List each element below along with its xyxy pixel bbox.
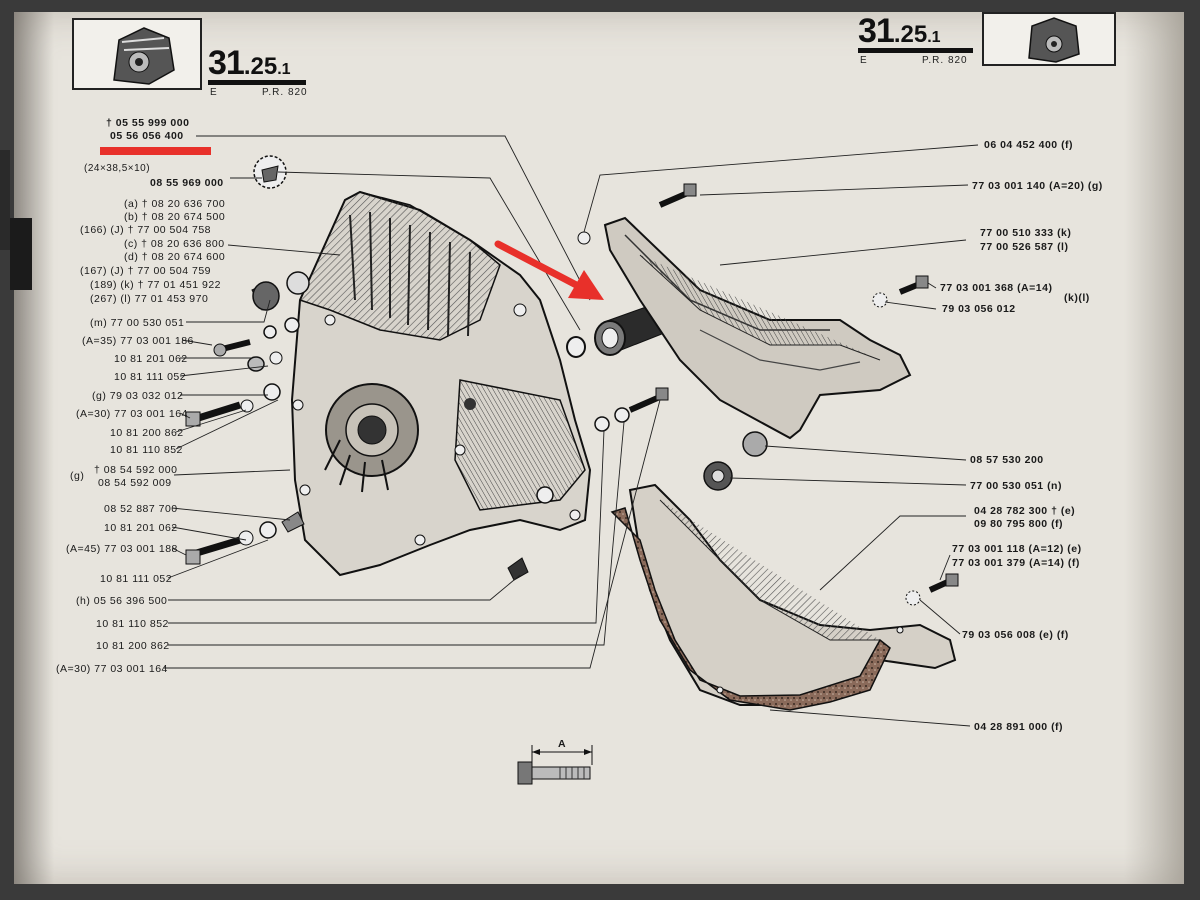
part-label: 06 04 452 400 (f)	[984, 139, 1074, 151]
part-label: 79 03 056 008 (e) (f)	[962, 629, 1069, 641]
page-number-sub-right: .1	[927, 29, 941, 46]
part-label: (a) † 08 20 636 700	[124, 198, 226, 210]
part-label: (24×38,5×10)	[84, 163, 151, 174]
page-number-minor-right: .25	[893, 21, 928, 48]
page-number-sub: .1	[277, 61, 291, 78]
part-label: 77 03 001 368 (A=14)	[940, 282, 1053, 294]
part-label: 08 55 969 000	[150, 177, 224, 189]
part-label: 09 80 795 800 (f)	[974, 518, 1064, 530]
part-label: 04 28 782 300 † (e)	[974, 505, 1076, 517]
part-label: 77 03 001 379 (A=14) (f)	[952, 557, 1080, 569]
part-label: (A=30) 77 03 001 164	[56, 663, 168, 675]
page-number-minor: .25	[243, 53, 278, 80]
part-label: (g) 79 03 032 012	[92, 390, 184, 402]
page-number-rule-right	[858, 48, 973, 53]
part-label: 77 00 510 333 (k)	[980, 227, 1072, 239]
part-label: 05 56 056 400	[110, 130, 184, 142]
upper-cover	[603, 216, 912, 440]
part-label: 10 81 110 852	[96, 618, 169, 630]
highlight-underline	[100, 147, 211, 155]
page-number-major-right: 31	[858, 12, 895, 50]
gearbox-thumbnail-icon	[113, 27, 175, 85]
part-label: 77 00 530 051 (n)	[970, 480, 1062, 492]
section-thumbnail-right	[982, 12, 1116, 66]
page-number-right: 31.25.1	[858, 14, 941, 48]
page-number-left: 31.25.1	[208, 46, 291, 80]
part-label: 10 81 111 052	[114, 371, 187, 383]
page-tab-strip	[0, 150, 10, 250]
part-label: (h) 05 56 396 500	[76, 595, 168, 607]
page-number-major: 31	[208, 44, 245, 82]
clutch-housing	[290, 190, 592, 577]
part-label: † 05 55 999 000	[106, 117, 190, 129]
part-label: (g)	[70, 470, 85, 482]
part-label: 08 57 530 200	[970, 454, 1044, 466]
page-code-e-right: E	[860, 55, 868, 66]
part-label: † 08 54 592 000	[94, 464, 178, 476]
section-thumbnail-left	[72, 18, 202, 90]
part-label: (d) † 08 20 674 600	[124, 251, 226, 263]
page-gutter-shadow	[14, 12, 54, 884]
part-label: (b) † 08 20 674 500	[124, 211, 226, 223]
page-pr-left: P.R. 820	[262, 87, 308, 98]
page-pr-right: P.R. 820	[922, 55, 968, 66]
part-label: (A=45) 77 03 001 188	[66, 543, 178, 555]
part-label: (m) 77 00 530 051	[90, 317, 185, 329]
lower-cover	[610, 483, 957, 711]
page-number-rule-left	[208, 80, 306, 85]
center-bolts	[577, 183, 959, 606]
left-small-parts	[185, 155, 529, 581]
part-label: 08 52 887 700	[104, 503, 178, 515]
part-label: 77 00 526 587 (l)	[980, 241, 1069, 253]
part-label: 10 81 201 062	[104, 522, 178, 534]
part-label: 79 03 056 012	[942, 303, 1016, 315]
part-label: 77 03 001 140 (A=20) (g)	[972, 180, 1103, 192]
part-label: 08 54 592 009	[98, 477, 172, 489]
dimension-label: A	[558, 738, 567, 750]
part-label: (A=35) 77 03 001 186	[82, 335, 194, 347]
part-label: 10 81 111 052	[100, 573, 173, 585]
part-label: 10 81 110 852	[110, 444, 183, 456]
part-label: (166) (J) † 77 00 504 758	[80, 224, 211, 236]
page-edge-shadow	[1124, 12, 1184, 884]
part-label: 77 03 001 118 (A=12) (e)	[952, 543, 1082, 555]
catalog-page	[14, 12, 1184, 884]
part-label: (A=30) 77 03 001 164	[76, 408, 188, 420]
page-index-tab	[10, 218, 32, 290]
part-label: 10 81 200 862	[96, 640, 170, 652]
part-label: (k)(l)	[1064, 292, 1090, 304]
part-label: 10 81 200 862	[110, 427, 184, 439]
part-label: (c) † 08 20 636 800	[124, 238, 225, 250]
part-label: (189) (k) † 77 01 451 922	[90, 279, 221, 291]
leader-lines	[164, 135, 979, 727]
part-label: 10 81 201 062	[114, 353, 188, 365]
page-code-e-left: E	[210, 87, 218, 98]
part-label: 04 28 891 000 (f)	[974, 721, 1064, 733]
part-label: (267) (l) 77 01 453 970	[90, 293, 209, 305]
gearbox-thumbnail-icon-right	[1028, 17, 1080, 63]
part-label: (167) (J) † 77 00 504 759	[80, 265, 211, 277]
red-arrow-annotation	[494, 240, 604, 300]
dimension-bolt	[517, 745, 593, 785]
